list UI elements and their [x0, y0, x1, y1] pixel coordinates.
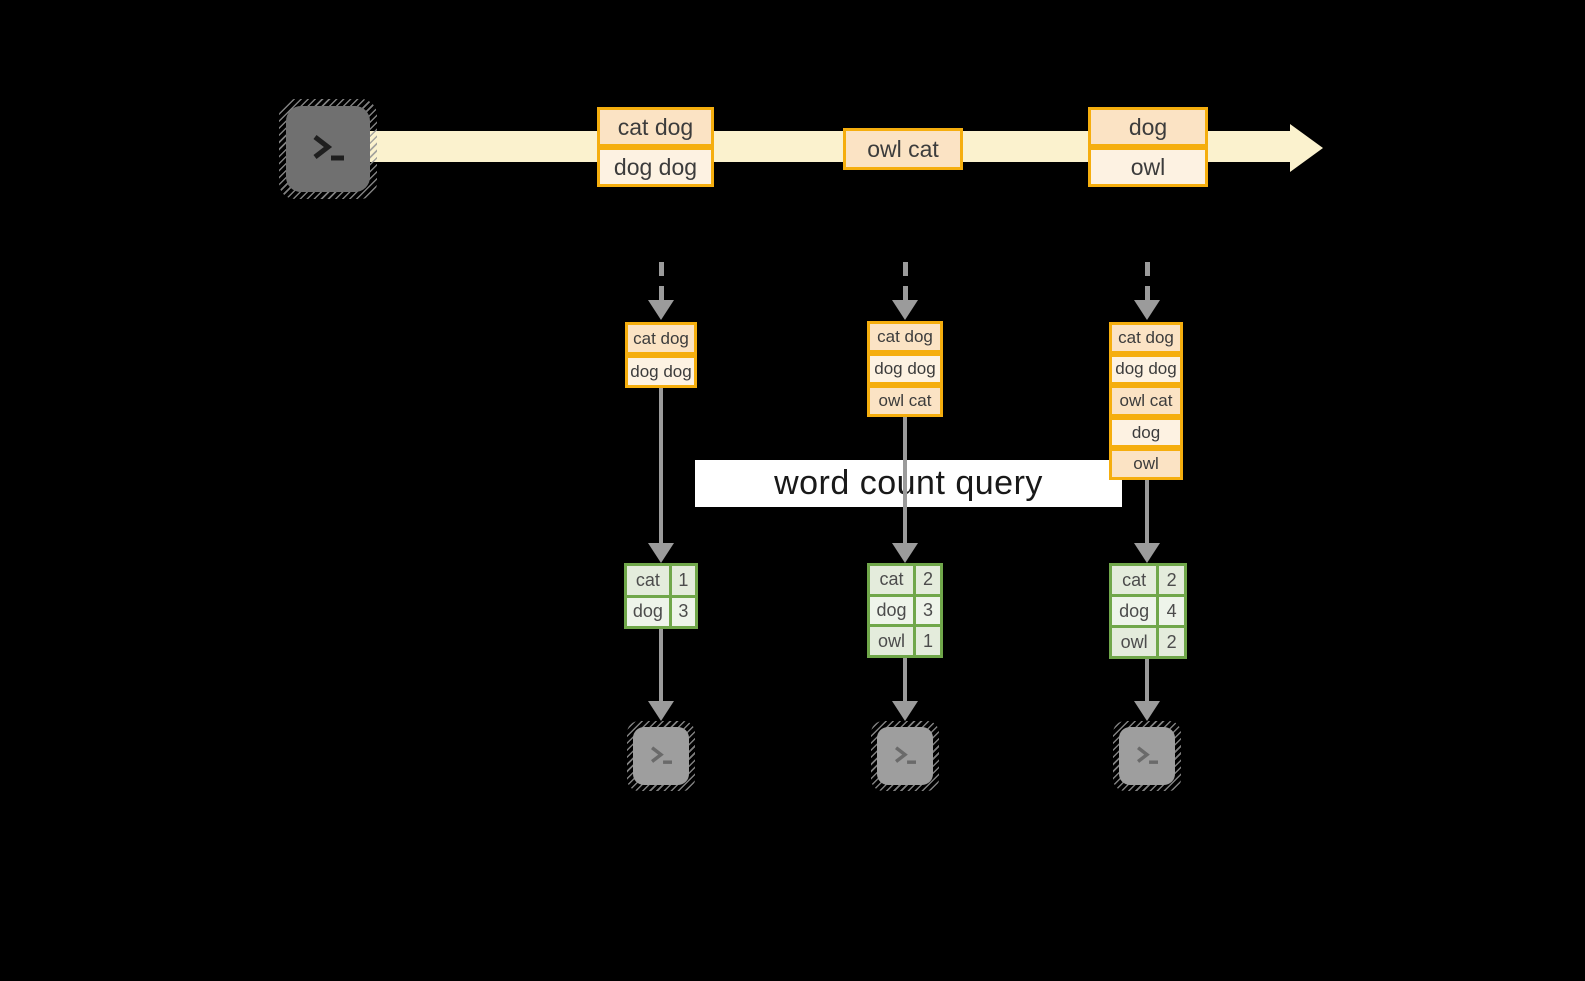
ingest-arrow [1145, 262, 1150, 300]
query-label: word count query [774, 464, 1043, 502]
result-arrow [903, 658, 907, 701]
arrowhead-icon [892, 701, 918, 721]
record-cell: dog dog [1109, 353, 1183, 386]
terminal-prompt-icon [1137, 746, 1158, 764]
word-label-cell: cat [627, 566, 669, 595]
terminal-prompt-icon [895, 746, 916, 764]
count-value-cell: 1 [916, 627, 940, 655]
word-label-cell: dog [870, 596, 914, 625]
terminal-body [1119, 727, 1175, 785]
stream-event-box: cat dog dog dog [597, 107, 714, 187]
record-cell: dog dog [867, 353, 943, 385]
ingest-arrow [903, 262, 908, 300]
terminal-body [877, 727, 933, 785]
count-value-cell: 3 [671, 597, 695, 626]
buffered-records-stack: cat dog dog dog owl cat [867, 321, 943, 417]
word-label-cell: cat [1112, 566, 1157, 594]
output-terminal-icon [627, 721, 695, 791]
record-cell: cat dog [867, 321, 943, 353]
result-arrow [659, 629, 663, 701]
event-cell: owl [1088, 147, 1208, 187]
arrowhead-icon [892, 543, 918, 563]
arrowhead-icon [1134, 543, 1160, 563]
terminal-prompt-icon [313, 135, 344, 161]
output-terminal-icon [871, 721, 939, 791]
word-label-cell: owl [870, 627, 914, 655]
count-value-cell: 2 [916, 566, 940, 594]
terminal-prompt-icon [651, 746, 672, 764]
word-label-cell: dog [627, 597, 669, 626]
result-arrow [1145, 659, 1149, 701]
count-value-cell: 4 [1159, 597, 1184, 625]
count-value-cell: 1 [671, 566, 695, 595]
arrowhead-icon [1134, 701, 1160, 721]
word-count-table: cat 1 dog 3 [624, 563, 698, 629]
count-value-cell: 3 [916, 596, 940, 625]
terminal-body [286, 106, 370, 192]
event-cell: dog dog [597, 147, 714, 187]
stream-arrowhead-icon [1290, 124, 1323, 172]
query-label-box: word count query [695, 460, 1122, 507]
buffered-records-stack: cat dog dog dog [625, 322, 697, 388]
record-cell: cat dog [625, 322, 697, 355]
arrowhead-icon [648, 300, 674, 320]
word-label-cell: dog [1112, 597, 1157, 625]
record-cell: owl cat [867, 385, 943, 417]
terminal-body [633, 727, 689, 785]
record-cell: dog [1109, 416, 1183, 449]
arrowhead-icon [892, 300, 918, 320]
word-count-table: cat 2 dog 3 owl 1 [867, 563, 943, 658]
word-label-cell: owl [1112, 628, 1157, 656]
word-count-table: cat 2 dog 4 owl 2 [1109, 563, 1187, 659]
arrowhead-icon [648, 701, 674, 721]
query-arrow [659, 388, 663, 543]
record-cell: dog dog [625, 355, 697, 388]
count-value-cell: 2 [1159, 628, 1184, 656]
ingest-arrow [659, 262, 664, 300]
event-cell: dog [1088, 107, 1208, 147]
buffered-records-stack: cat dog dog dog owl cat dog owl [1109, 322, 1183, 480]
arrowhead-icon [648, 543, 674, 563]
count-value-cell: 2 [1159, 566, 1184, 594]
stream-event-box: owl cat [843, 128, 963, 170]
source-terminal-icon [279, 99, 377, 199]
word-label-cell: cat [870, 566, 914, 594]
record-cell: owl [1109, 448, 1183, 480]
event-cell: cat dog [597, 107, 714, 147]
output-terminal-icon [1113, 721, 1181, 791]
stream-event-box: dog owl [1088, 107, 1208, 187]
record-cell: cat dog [1109, 322, 1183, 354]
event-cell: owl cat [843, 128, 963, 170]
record-cell: owl cat [1109, 385, 1183, 417]
query-arrow [903, 417, 907, 543]
query-arrow [1145, 480, 1149, 543]
arrowhead-icon [1134, 300, 1160, 320]
